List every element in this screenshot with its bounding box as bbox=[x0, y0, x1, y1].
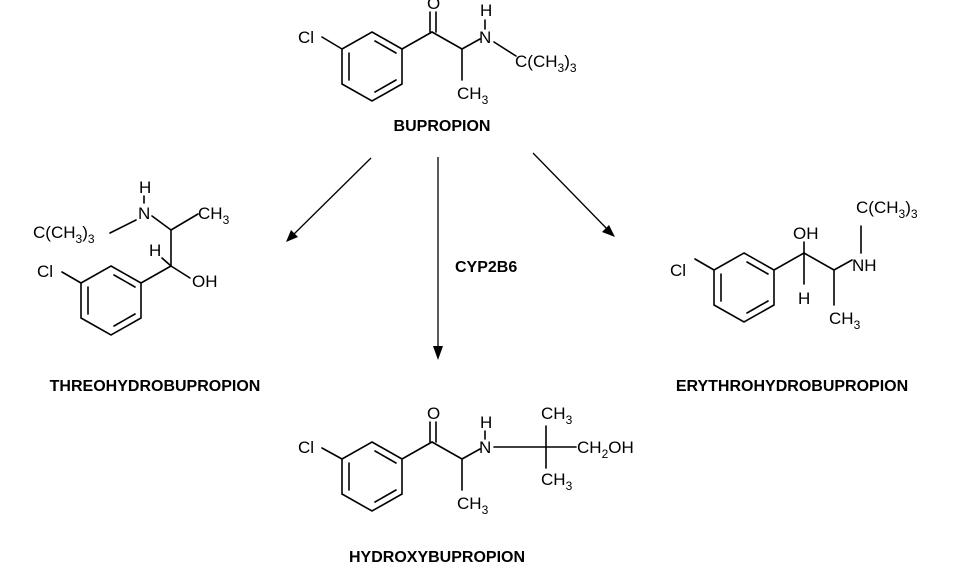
erythrohydrobupropion-benzene-ring bbox=[713, 252, 775, 323]
bupropion-atom-n: N bbox=[479, 28, 491, 47]
bupropion-atom-tbu: C(CH3)3 bbox=[515, 52, 577, 75]
hydroxybupropion-atom-ch3-bottom: CH3 bbox=[541, 470, 573, 493]
hydroxybupropion-atom-h: H bbox=[480, 413, 492, 432]
bupropion-benzene-ring bbox=[341, 31, 403, 102]
hydroxybupropion-benzene-ring bbox=[341, 441, 403, 512]
arrow-to-threohydrobupropion bbox=[286, 157, 372, 242]
bupropion-bond-cl bbox=[321, 36, 343, 50]
enzyme-label: CYP2B6 bbox=[455, 259, 517, 276]
hydroxybupropion-atom-o: O bbox=[427, 404, 440, 423]
bupropion-atom-ch3: CH3 bbox=[457, 84, 489, 107]
hydroxybupropion-atom-n: N bbox=[479, 438, 491, 457]
threohydrobupropion-benzene-ring bbox=[80, 265, 142, 336]
bupropion-atom-h: H bbox=[480, 1, 492, 20]
threohydrobupropion-atom-tbu: C(CH3)3 bbox=[33, 223, 95, 246]
erythrohydrobupropion-atom-h: H bbox=[798, 289, 810, 308]
arrow-to-hydroxybupropion bbox=[433, 157, 443, 360]
erythrohydrobupropion-atom-tbu: C(CH3)3 bbox=[856, 198, 918, 221]
erythrohydrobupropion-atom-nh: NH bbox=[852, 256, 877, 275]
threohydrobupropion-atom-ch3: CH3 bbox=[198, 204, 230, 227]
hydroxybupropion-atom-ch2oh: CH2OH bbox=[577, 438, 634, 461]
threohydrobupropion-atom-h: H bbox=[149, 241, 161, 260]
threohydrobupropion-atom-n: N bbox=[138, 204, 150, 223]
bupropion-name: BUPROPION bbox=[394, 118, 491, 135]
threohydrobupropion-atom-cl: Cl bbox=[37, 262, 53, 281]
bupropion-structure: Cl O CH3 N H C(CH3)3 bbox=[298, 0, 577, 107]
erythrohydrobupropion-structure: Cl OH H CH3 NH C(CH3)3 bbox=[670, 198, 918, 332]
hydroxybupropion-atom-cl: Cl bbox=[298, 438, 314, 457]
hydroxybupropion-atom-ch3-top: CH3 bbox=[541, 404, 573, 427]
threohydrobupropion-atom-oh: OH bbox=[192, 272, 218, 291]
threohydrobupropion-name: THREOHYDROBUPROPION bbox=[50, 378, 261, 395]
bupropion-atom-o: O bbox=[427, 0, 440, 13]
hydroxybupropion-structure: Cl O CH3 N H CH3 CH3 CH2OH bbox=[298, 404, 634, 517]
erythrohydrobupropion-name: ERYTHROHYDROBUPROPION bbox=[676, 378, 908, 395]
arrow-to-erythrohydrobupropion bbox=[532, 152, 615, 237]
threohydrobupropion-structure: Cl OH H CH3 N H C(CH3)3 bbox=[33, 178, 230, 336]
erythrohydrobupropion-atom-ch3: CH3 bbox=[829, 309, 861, 332]
bupropion-atom-cl: Cl bbox=[298, 28, 314, 47]
erythrohydrobupropion-atom-cl: Cl bbox=[670, 261, 686, 280]
erythrohydrobupropion-atom-oh: OH bbox=[793, 224, 819, 243]
threohydrobupropion-atom-nh: H bbox=[139, 178, 151, 197]
hydroxybupropion-atom-ch3: CH3 bbox=[457, 494, 489, 517]
hydroxybupropion-name: HYDROXYBUPROPION bbox=[349, 549, 525, 566]
